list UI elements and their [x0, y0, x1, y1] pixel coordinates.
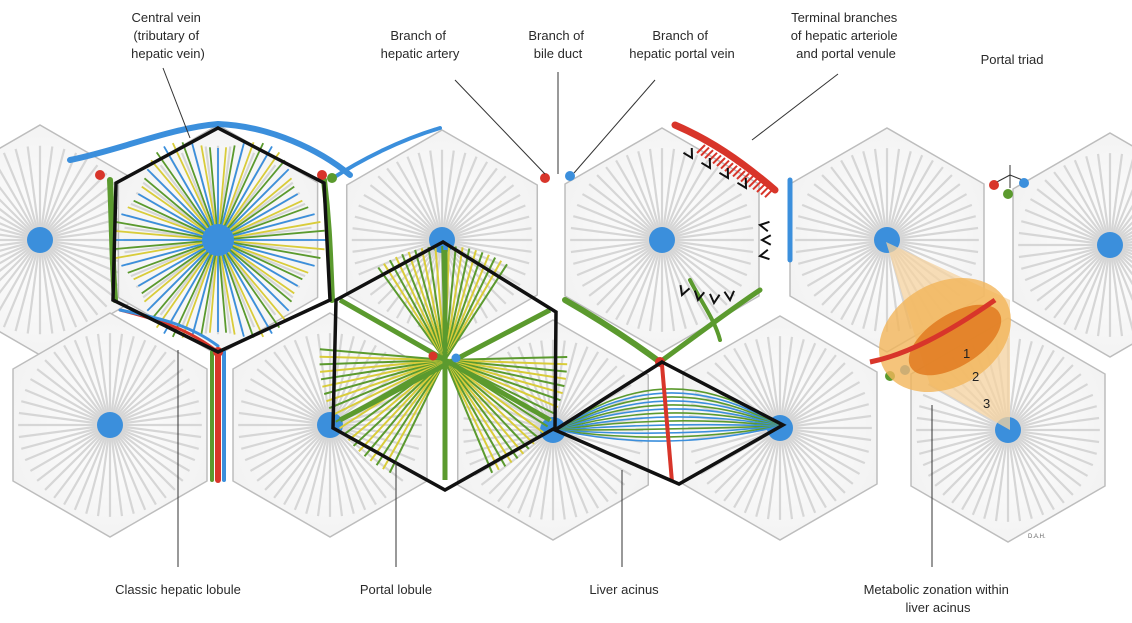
- label-liver-acinus: Liver acinus: [589, 582, 659, 597]
- zone-label-2: 2: [972, 369, 979, 384]
- portal-vein-dot: [565, 171, 575, 181]
- zone-label-3: 3: [983, 396, 990, 411]
- central-vein: [27, 227, 53, 253]
- hepatic-artery-dot: [540, 173, 550, 183]
- zone-label-1: 1: [963, 346, 970, 361]
- flow-arrow: [762, 235, 771, 245]
- artist-signature: D.A.H.: [1028, 534, 1046, 540]
- label-branch-portal-vein: Branch of hepatic portal vein: [629, 28, 735, 61]
- flow-arrow: [760, 222, 769, 231]
- label-branch-bile-duct: Branch of bile duct: [528, 28, 587, 61]
- label-central-vein: Central vein (tributary of hepatic vein): [131, 10, 205, 61]
- label-terminal-branches: Terminal branches of hepatic arteriole a…: [791, 10, 902, 61]
- triad-vessel-dot: [95, 170, 105, 180]
- central-vein: [649, 227, 675, 253]
- flow-arrow: [760, 250, 769, 259]
- classic-central-vein: [202, 224, 234, 256]
- label-classic-hepatic-lobule: Classic hepatic lobule: [115, 582, 241, 597]
- central-vein: [317, 412, 343, 438]
- label-portal-triad: Portal triad: [981, 52, 1044, 67]
- label-metabolic-zonation: Metabolic zonation within liver acinus: [864, 582, 1013, 615]
- central-vein: [1097, 232, 1123, 258]
- acinus-axis-vessel: [662, 365, 672, 482]
- hepatic-lobule: [1013, 133, 1132, 357]
- triad-vessel-dot: [327, 173, 337, 183]
- label-portal-lobule: Portal lobule: [360, 582, 432, 597]
- central-vein: [97, 412, 123, 438]
- label-branch-hepatic-artery: Branch of hepatic artery: [381, 28, 460, 61]
